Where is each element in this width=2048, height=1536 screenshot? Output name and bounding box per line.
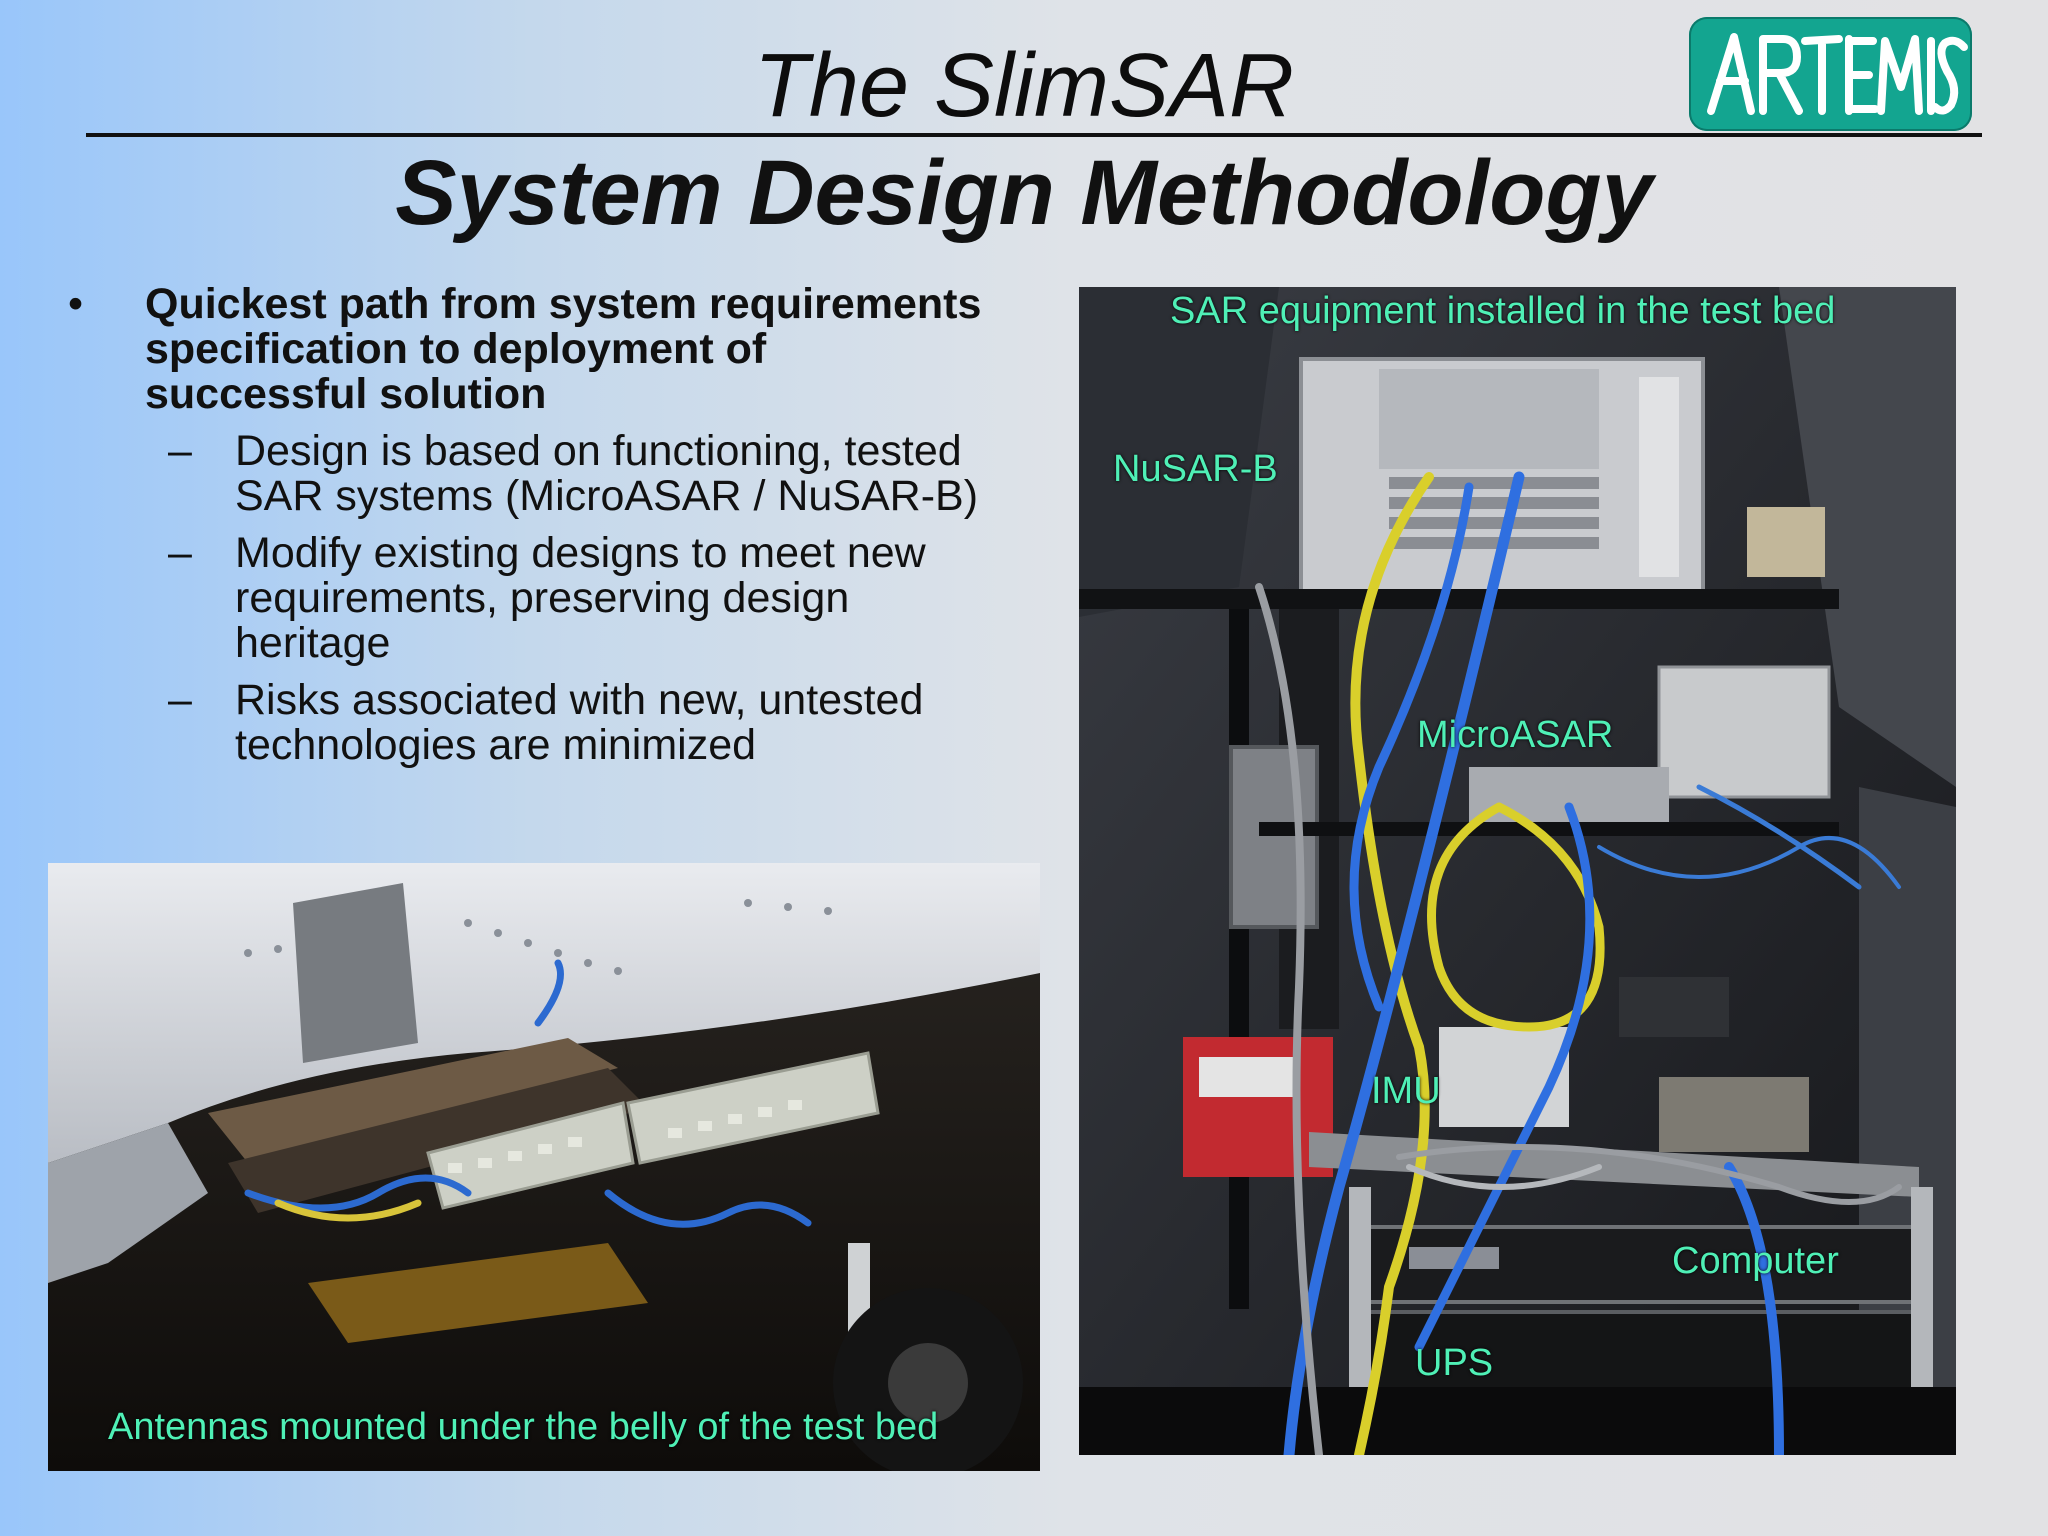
equipment-photo-graphic xyxy=(1079,287,1956,1455)
label-imu: IMU xyxy=(1371,1070,1441,1112)
sub-bullet-line: Design is based on functioning, tested xyxy=(235,427,962,475)
label-ups: UPS xyxy=(1415,1342,1494,1384)
antenna-photo-graphic xyxy=(48,863,1040,1471)
slide-title: The SlimSAR xyxy=(753,36,1295,136)
label-microasar: MicroASAR xyxy=(1417,714,1614,756)
equipment-photo-caption: SAR equipment installed in the test bed xyxy=(1170,290,1836,332)
label-computer: Computer xyxy=(1672,1240,1839,1282)
sub-bullet-marker: – xyxy=(168,529,192,577)
sub-bullet: – Design is based on functioning, tested… xyxy=(60,429,1040,519)
sub-bullet-line: requirements, preserving design xyxy=(235,574,850,622)
equipment-photo: SAR equipment installed in the test bed … xyxy=(1079,287,1956,1455)
sub-bullet-line: SAR systems (MicroASAR / NuSAR-B) xyxy=(235,472,979,520)
artemis-logo xyxy=(1689,17,1972,131)
main-bullet-line: successful solution xyxy=(145,370,547,418)
bullet-list: • Quickest path from system requirements… xyxy=(60,282,1040,768)
sub-bullet: – Modify existing designs to meet new re… xyxy=(60,531,1040,666)
main-bullet-line: specification to deployment of xyxy=(145,325,767,373)
title-divider xyxy=(86,133,1982,137)
antenna-photo-caption: Antennas mounted under the belly of the … xyxy=(108,1406,939,1448)
main-bullet-line: Quickest path from system requirements xyxy=(145,280,982,328)
sub-bullet-marker: – xyxy=(168,427,192,475)
sub-bullet-marker: – xyxy=(168,676,192,724)
sub-bullet-line: Risks associated with new, untested xyxy=(235,676,924,724)
main-bullet: • Quickest path from system requirements… xyxy=(60,282,1040,417)
sub-bullet-line: Modify existing designs to meet new xyxy=(235,529,926,577)
logo-lettering xyxy=(1707,33,1968,115)
slide-subtitle: System Design Methodology xyxy=(395,142,1653,244)
bullet-marker: • xyxy=(68,280,84,328)
antenna-photo: Antennas mounted under the belly of the … xyxy=(48,863,1040,1471)
sub-bullet: – Risks associated with new, untested te… xyxy=(60,678,1040,768)
sub-bullet-line: heritage xyxy=(235,619,391,667)
label-nusar-b: NuSAR-B xyxy=(1113,448,1278,490)
sub-bullet-line: technologies are minimized xyxy=(235,721,757,769)
